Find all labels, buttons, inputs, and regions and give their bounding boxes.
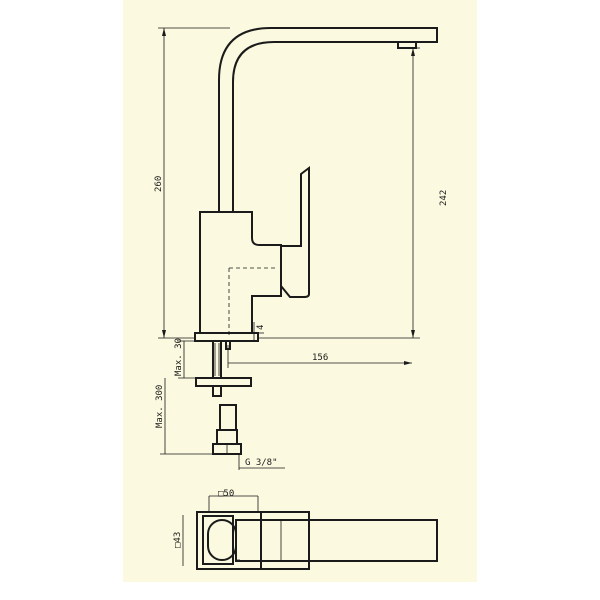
- spout: [218, 27, 438, 212]
- lever-handle: [280, 166, 310, 298]
- dim-height-total: 260: [154, 176, 164, 192]
- tap-body: [194, 211, 282, 342]
- mounting-assembly: [195, 340, 252, 455]
- dim-max-hose: Max. 300: [155, 385, 165, 428]
- dim-max-deck: Max. 30: [174, 338, 184, 376]
- dim-top-depth: □43: [173, 532, 183, 548]
- dim-base-thickness: 4: [256, 325, 266, 330]
- top-view: [182, 495, 438, 570]
- dim-connection: G 3/8": [245, 458, 278, 468]
- dim-reach: 156: [312, 353, 328, 363]
- dimension-lines: [158, 27, 420, 470]
- dim-height-spout: 242: [439, 190, 449, 206]
- drawing-sheet: [123, 0, 477, 582]
- dim-top-width: □50: [218, 489, 234, 499]
